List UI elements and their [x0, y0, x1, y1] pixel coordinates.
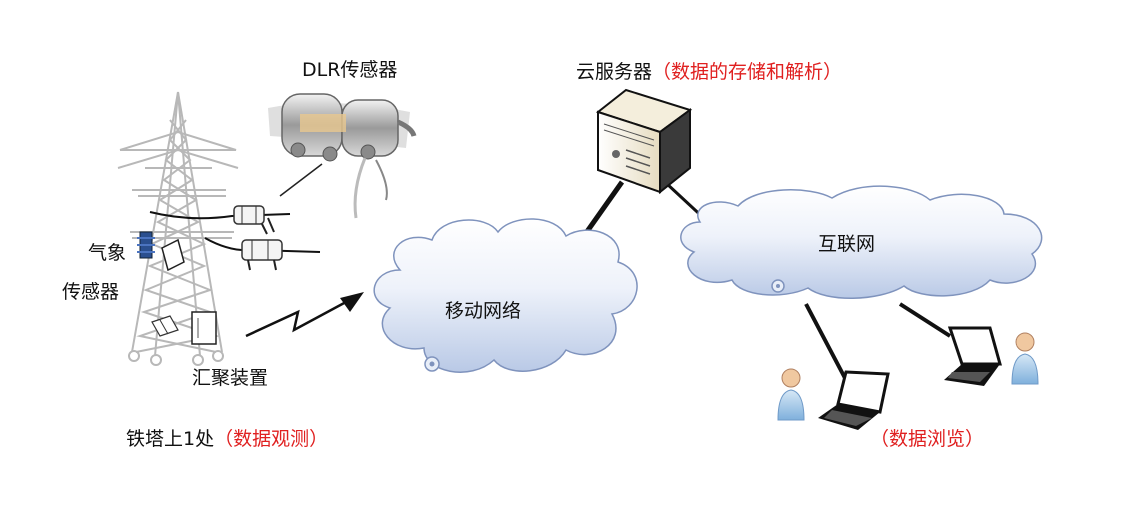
weather-sensor-icon: [137, 231, 185, 272]
transmission-tower-icon: [117, 91, 239, 366]
mobile-network-label: 移动网络: [445, 300, 522, 322]
aggregator-label: 汇聚装置: [192, 367, 269, 389]
person-icon: [1011, 332, 1039, 385]
weather-sensor-label-line2: 传感器: [62, 281, 120, 303]
cloud-server-title: 云服务器: [576, 61, 653, 83]
tower-location-label: 铁塔上1处（数据观测）: [126, 427, 328, 451]
cloud-server-note: （数据的存储和解析）: [652, 61, 843, 83]
laptop-icon: [818, 370, 890, 430]
dlr-sensor-label: DLR传感器: [302, 59, 398, 81]
dlr-pointer-line: [279, 163, 323, 197]
dlr-sensor-small-1: [233, 205, 275, 235]
link-internet-to-laptop-1: [804, 303, 848, 381]
tower-location-note: （数据观测）: [214, 428, 329, 450]
browse-note-label: （数据浏览）: [870, 428, 985, 450]
cloud-server-label: 云服务器（数据的存储和解析）: [576, 60, 842, 84]
aggregator-icon: [151, 311, 217, 345]
internet-cloud: [680, 185, 1043, 299]
wireless-signal-icon: [245, 292, 364, 338]
server-icon: [595, 88, 693, 195]
dlr-sensor-small-2: [241, 239, 283, 271]
dlr-sensor-photo: [268, 93, 417, 219]
link-internet-to-laptop-2: [898, 302, 952, 338]
person-icon: [777, 368, 805, 421]
mobile-network-cloud: [373, 218, 638, 373]
weather-sensor-label-line1: 气象: [88, 242, 127, 264]
tower-location-title: 铁塔上1处: [126, 428, 215, 450]
laptop-icon: [944, 326, 1002, 386]
internet-label: 互联网: [818, 233, 876, 255]
